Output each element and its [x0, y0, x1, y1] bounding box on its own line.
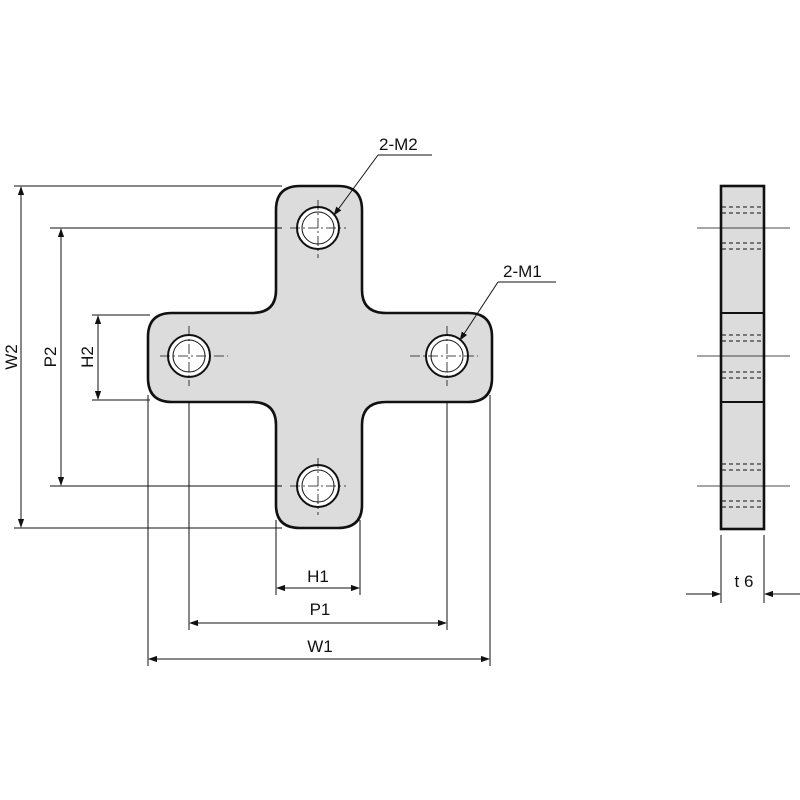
- center-lines: [160, 200, 478, 515]
- label-thickness: t 6: [735, 572, 754, 591]
- dimension-h1: H1: [276, 567, 360, 592]
- dimension-h2: H2: [78, 315, 102, 400]
- label-2-m2: 2-M2: [379, 135, 418, 154]
- extension-lines-horizontal-dims: [147, 395, 491, 666]
- label-2-m1: 2-M1: [503, 262, 542, 281]
- callout-m1: 2-M1: [459, 262, 556, 341]
- dimension-w1: W1: [148, 637, 490, 663]
- dimension-thickness: t 6: [686, 535, 800, 603]
- hole-left: [167, 334, 211, 378]
- front-view: 2-M2 2-M1 W2 P2 H2: [2, 135, 556, 666]
- label-h1: H1: [307, 567, 329, 586]
- label-p2: P2: [41, 347, 60, 368]
- side-center-lines: [697, 227, 790, 487]
- side-plate-body: [719, 184, 766, 531]
- label-p1: P1: [310, 600, 331, 619]
- side-view: t 6: [686, 184, 800, 603]
- label-w2: W2: [2, 344, 21, 370]
- dimension-p2: P2: [41, 228, 65, 486]
- extension-lines-vertical-dims: [14, 185, 282, 529]
- dimension-w2: W2: [2, 186, 25, 528]
- label-w1: W1: [307, 637, 333, 656]
- cross-plate-outline: [146, 184, 494, 530]
- dimension-p1: P1: [189, 600, 447, 627]
- label-h2: H2: [78, 346, 97, 368]
- callout-m2: 2-M2: [333, 135, 432, 216]
